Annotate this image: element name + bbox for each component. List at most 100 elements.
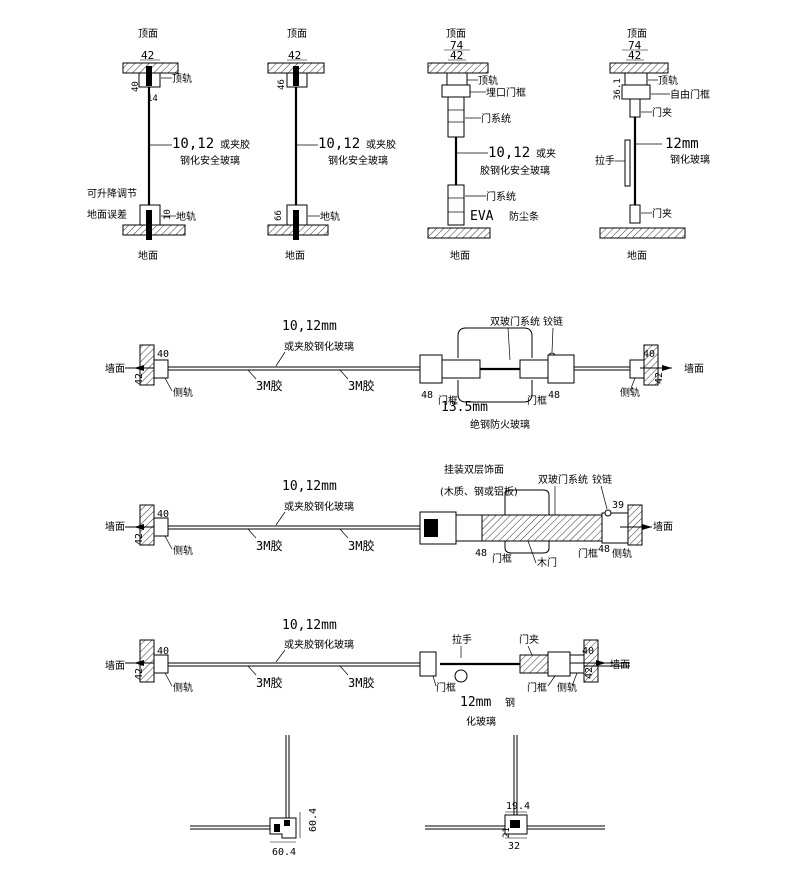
door-system-label: 门系统: [481, 112, 511, 125]
tape-label-2: 3M胶: [348, 538, 374, 553]
eva-label: EVA: [470, 209, 494, 224]
dimension-48: 48: [475, 548, 487, 559]
glass-type: 或夹胶钢化玻璃: [284, 638, 354, 651]
dimension-74: 74: [628, 39, 642, 52]
free-frame-label: 自由门框: [670, 88, 710, 101]
top-rail-label: 顶轨: [478, 74, 498, 87]
glass-type: 胶钢化安全玻璃: [480, 164, 550, 177]
glass-spec: 10,12: [488, 145, 530, 161]
dimension-40: 40: [131, 81, 141, 92]
dimension-46: 46: [277, 79, 287, 90]
floor-rail-label: 地轨: [176, 210, 196, 223]
dimension-60-4-height: 60.4: [308, 808, 319, 832]
side-rail-label-right: 侧轨: [620, 386, 640, 399]
dimension-66: 66: [274, 210, 284, 221]
door-frame: [441, 84, 471, 98]
ceiling-label: 顶面: [287, 28, 307, 40]
wood-door-leaf: [481, 514, 603, 542]
glass-spec: 12mm: [665, 136, 699, 152]
top-rail-label: 顶轨: [658, 74, 678, 87]
floor-rail-label: 地轨: [320, 210, 340, 223]
wall-right: [643, 344, 659, 386]
top-rail: [446, 72, 468, 86]
hinge: [604, 509, 612, 517]
door-clamp-bottom: [629, 204, 641, 224]
dimension-42: 42: [628, 49, 641, 62]
tape-label-2: 3M胶: [348, 378, 374, 393]
dimension-42: 42: [450, 49, 463, 62]
ceiling-label: 顶面: [627, 28, 647, 40]
handle-label: 拉手: [452, 633, 472, 646]
door-frame-right: [601, 512, 629, 544]
panel-material-label: (木质、钢或铝板): [440, 485, 518, 498]
dimension-14: 14: [147, 94, 158, 104]
plan-double-glass-door: 墙面 40 42 侧轨 10,12mm 或夹胶钢化玻璃 3M胶 3M胶 双玻门系…: [105, 315, 704, 431]
side-rail-label-right: 侧轨: [612, 547, 632, 560]
door-glass-type-2: 化玻璃: [466, 715, 496, 728]
glass-spec: 10,12: [318, 136, 360, 152]
dimension-32: 32: [508, 841, 520, 852]
section-free-door: 顶面 74 42 36.1 顶轨 自由门框 门夹 12mm 拉手 钢化玻璃 门夹…: [595, 28, 710, 262]
tape-label-2: 3M胶: [348, 675, 374, 690]
dimension-42: 42: [141, 49, 154, 62]
corner-detail-t-shape: 19.4 21 32: [425, 735, 605, 852]
ceiling-label: 顶面: [138, 28, 158, 40]
free-door-frame: [621, 84, 651, 100]
side-rail-right: [569, 654, 585, 674]
door-system-top: [447, 96, 465, 138]
door-system-label-2: 门系统: [486, 190, 516, 203]
corner-profile: [269, 817, 297, 839]
dimension-48-right: 48: [548, 390, 560, 401]
section-fixed-partition-2: 顶面 42 46 10,12 或夹胶 钢化安全玻璃 66 地轨 地面: [267, 28, 396, 262]
side-rail-label-left: 侧轨: [173, 386, 193, 399]
wall-right: [627, 504, 643, 546]
frame-label-left: 门框: [492, 552, 512, 565]
glass-spec-suffix: 或夹胶: [220, 138, 250, 151]
section-fixed-partition: 顶面 42 40 14 顶轨 10,12 或夹胶 钢化安全玻璃 可升降调节 地面…: [87, 28, 250, 262]
adjustable-label: 可升降调节: [87, 187, 137, 200]
dimension-19-4: 19.4: [506, 801, 530, 812]
wall-label-left: 墙面: [105, 520, 125, 533]
door-clamp: [519, 654, 549, 674]
door-clamp-label: 门夹: [519, 633, 539, 646]
door-pull-handle-top: [504, 489, 550, 515]
handle-label: 拉手: [595, 154, 615, 167]
dimension-39: 39: [612, 500, 624, 511]
door-glass-spec: 12mm: [460, 695, 491, 710]
hanging-panel-label: 挂装双层饰面: [444, 463, 504, 476]
dimension-40: 40: [157, 646, 169, 657]
side-rail-label-left: 侧轨: [173, 681, 193, 694]
side-rail-label-right: 侧轨: [557, 681, 577, 694]
dimension-48-left: 48: [421, 390, 433, 401]
hinge-label: 铰链: [592, 473, 612, 486]
glass-spec: 10,12mm: [282, 319, 337, 334]
glass-type: 或夹胶钢化玻璃: [284, 340, 354, 353]
dimension-74: 74: [450, 39, 464, 52]
corner-detail-l-shape: 60.4 60.4: [190, 735, 319, 858]
wood-door-label: 木门: [537, 556, 557, 569]
wall-label-left: 墙面: [105, 362, 125, 375]
dimension-42: 42: [288, 49, 301, 62]
glass-spec: 10,12: [172, 136, 214, 152]
ceiling-slab: [609, 62, 669, 74]
flat-frame-label: 埋口门框: [486, 86, 526, 99]
floor-label: 地面: [138, 249, 158, 262]
dimension-42: 42: [134, 533, 145, 545]
glass-type: 或夹胶钢化玻璃: [284, 500, 354, 513]
side-rail-left: [153, 517, 169, 537]
plan-wood-door: 墙面 40 42 侧轨 10,12mm 或夹胶钢化玻璃 3M胶 3M胶 挂装双层…: [105, 463, 673, 569]
floor-slab: [122, 224, 186, 236]
door-frame-right: [547, 354, 575, 384]
frame-label-right: 门框: [578, 547, 598, 560]
dimension-42-right: 42: [654, 372, 665, 384]
wall-label-left: 墙面: [105, 659, 125, 672]
glass-type: 钢化安全玻璃: [180, 154, 240, 167]
side-rail-left: [153, 359, 169, 379]
door-frame-left: [419, 651, 437, 677]
door-frame-right: [547, 651, 571, 677]
glass-type: 钢化安全玻璃: [328, 154, 388, 167]
wall-right: [583, 639, 599, 683]
double-door-label: 双玻门系统: [490, 315, 540, 328]
floor-label: 地面: [627, 249, 647, 262]
plan-single-glass-door: 墙面 40 42 侧轨 10,12mm 或夹胶钢化玻璃 3M胶 3M胶 门框 拉…: [105, 618, 630, 728]
